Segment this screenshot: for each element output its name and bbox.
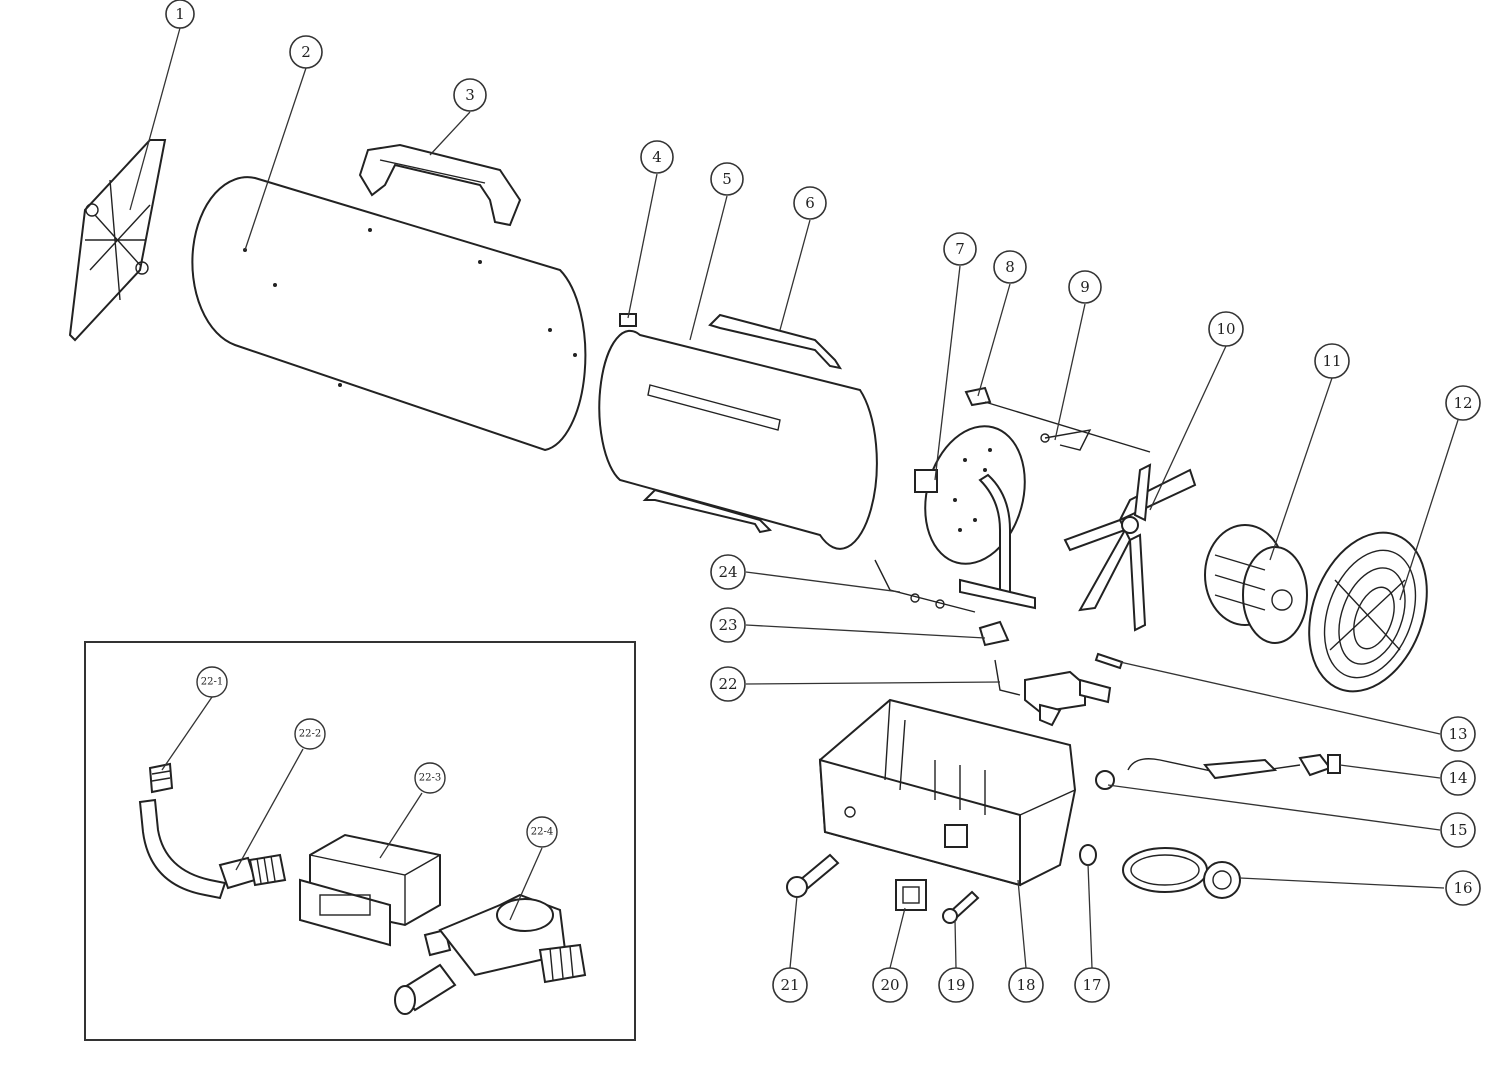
callout-11: 11 (1314, 343, 1350, 379)
leader-lines (129, 27, 1459, 969)
callout-18: 18 (1008, 967, 1044, 1003)
part-rocker-switch (895, 879, 927, 911)
part-base-housing (818, 698, 1077, 887)
callout-12: 12 (1445, 385, 1481, 421)
svg-text:14: 14 (1448, 769, 1467, 787)
callout-14: 14 (1440, 760, 1476, 796)
callout-5: 5 (710, 162, 744, 196)
svg-text:22-3: 22-3 (419, 773, 441, 784)
svg-text:13: 13 (1448, 725, 1467, 743)
part-grommet (1095, 770, 1115, 790)
part-igniter-bracket (964, 386, 992, 407)
callout-17: 17 (1074, 967, 1110, 1003)
svg-text:18: 18 (1016, 976, 1035, 994)
svg-text:22-1: 22-1 (201, 677, 223, 688)
svg-text:15: 15 (1448, 821, 1467, 839)
svg-text:21: 21 (780, 976, 799, 994)
svg-text:10: 10 (1216, 320, 1235, 338)
callout-10: 10 (1208, 311, 1244, 347)
svg-text:8: 8 (1005, 258, 1015, 276)
part-carry-handle (358, 143, 522, 227)
callout-1: 1 (165, 0, 195, 29)
svg-text:1: 1 (175, 5, 185, 23)
part-burner-plate (914, 425, 1036, 610)
callout-24: 24 (710, 554, 746, 590)
svg-text:11: 11 (1322, 352, 1341, 370)
svg-text:6: 6 (805, 194, 815, 212)
callout-4: 4 (640, 140, 674, 174)
part-chamber-bracket (642, 313, 843, 534)
part-pin (1094, 652, 1124, 670)
callout-19: 19 (938, 967, 974, 1003)
part-screw (942, 890, 980, 924)
callout-16: 16 (1445, 870, 1481, 906)
callout-23: 23 (710, 607, 746, 643)
inset-callout-22-2: 22-2 (294, 718, 326, 750)
callout-3: 3 (453, 78, 487, 112)
callout-9: 9 (1068, 270, 1102, 304)
svg-text:16: 16 (1453, 879, 1472, 897)
svg-text:19: 19 (946, 976, 965, 994)
svg-text:22: 22 (718, 675, 737, 693)
inset-callout-22-1: 22-1 (196, 666, 228, 698)
svg-text:23: 23 (718, 616, 737, 634)
callout-7: 7 (943, 232, 977, 266)
svg-text:3: 3 (465, 86, 475, 104)
svg-text:24: 24 (718, 563, 737, 581)
callout-2: 2 (289, 35, 323, 69)
part-small-cap (1079, 844, 1097, 866)
part-valve-bracket (978, 620, 1010, 647)
part-rear-guard-bracket (68, 139, 167, 342)
part-outer-shell (191, 176, 587, 452)
part-fan-blade (1063, 463, 1197, 632)
inset-callout-22-4: 22-4 (526, 816, 558, 848)
callout-8: 8 (993, 250, 1027, 284)
part-power-cable (1127, 753, 1341, 780)
part-thermocouple (984, 401, 1151, 453)
svg-text:20: 20 (880, 976, 899, 994)
svg-text:5: 5 (722, 170, 732, 188)
svg-text:22-4: 22-4 (531, 827, 553, 838)
part-small-clip (619, 313, 637, 327)
svg-text:17: 17 (1082, 976, 1101, 994)
callout-6: 6 (793, 186, 827, 220)
callout-15: 15 (1440, 812, 1476, 848)
part-combustion-chamber (598, 329, 878, 550)
svg-text:22-2: 22-2 (299, 729, 321, 740)
part-gas-valve (994, 659, 1112, 727)
part-front-guard (1308, 531, 1428, 693)
part-piezo-igniter (786, 853, 840, 898)
callout-13: 13 (1440, 716, 1476, 752)
callout-21: 21 (772, 967, 808, 1003)
svg-text:2: 2 (301, 43, 311, 61)
svg-text:9: 9 (1080, 278, 1090, 296)
part-motor (1204, 524, 1308, 644)
callout-22: 22 (710, 666, 746, 702)
svg-text:7: 7 (955, 240, 965, 258)
inset-callout-22-3: 22-3 (414, 762, 446, 794)
part-nozzle-electrode (874, 559, 976, 613)
callout-20: 20 (872, 967, 908, 1003)
part-gas-hose-regulator (1122, 847, 1241, 899)
svg-text:4: 4 (652, 148, 662, 166)
svg-text:12: 12 (1453, 394, 1472, 412)
